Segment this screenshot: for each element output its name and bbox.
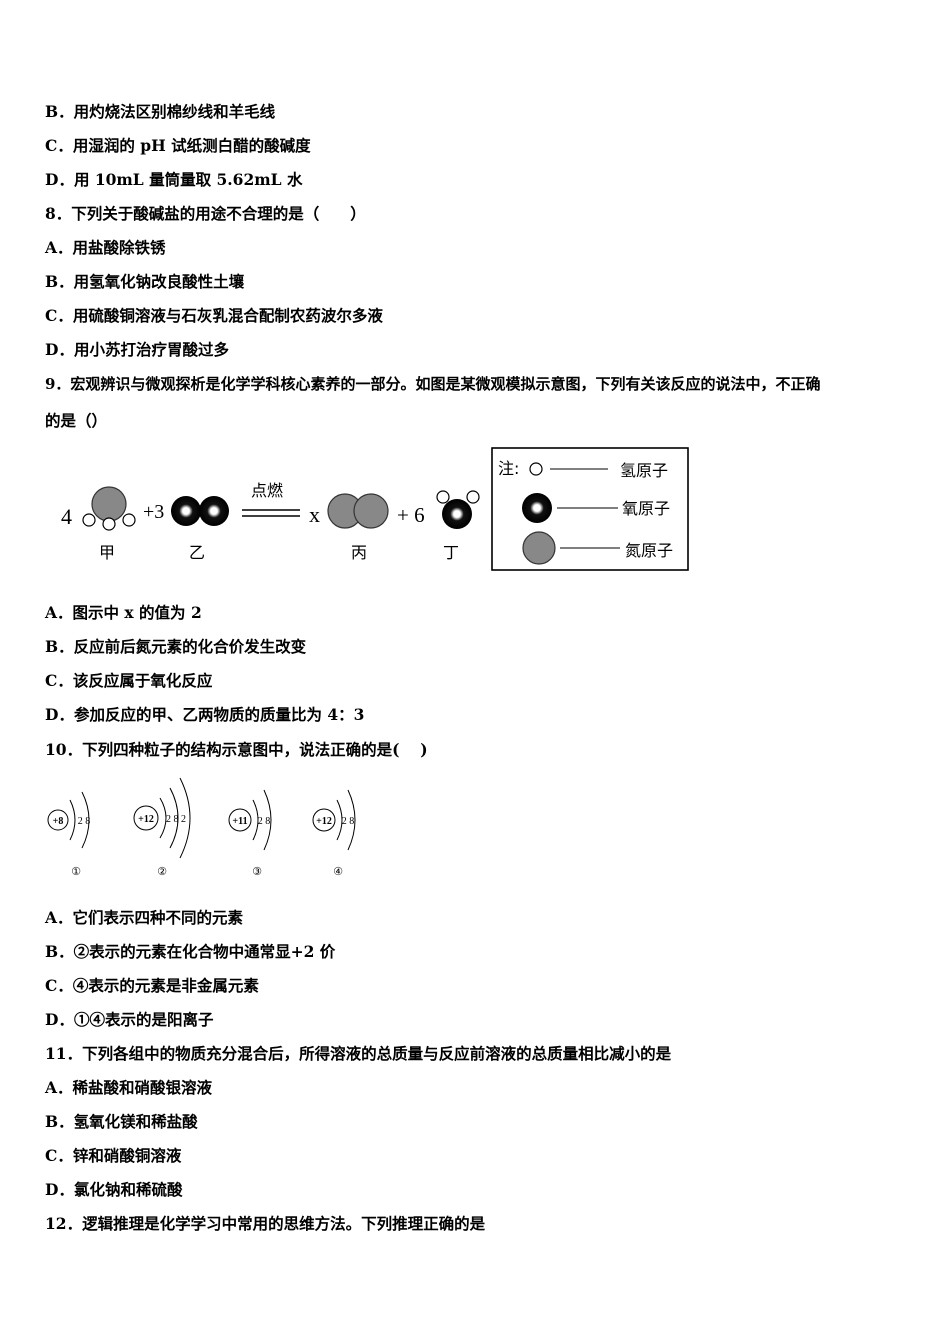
atom-label-3: ③ xyxy=(252,865,262,878)
legend-box: 注: 氢原子 氧原子 氮原子 xyxy=(491,447,689,571)
q9-option-d: D．参加反应的甲、乙两物质的质量比为 4：3 xyxy=(45,705,365,724)
q11-option-b: B．氢氧化镁和稀盐酸 xyxy=(45,1112,198,1131)
label-bing: 丙 xyxy=(351,543,367,562)
molecule-jia-icon xyxy=(82,486,136,531)
nucleus-2: +12 xyxy=(138,814,154,825)
reaction-condition: 点燃 xyxy=(251,481,283,500)
q7-option-b: B．用灼烧法区别棉纱线和羊毛线 xyxy=(45,102,276,121)
shells-4: 2 8 xyxy=(342,816,355,827)
q10-option-a: A．它们表示四种不同的元素 xyxy=(45,908,244,927)
nucleus-1: +8 xyxy=(53,816,64,827)
q8-option-a: A．用盐酸除铁锈 xyxy=(45,238,166,257)
coef-yi: +3 xyxy=(143,501,164,523)
reaction-diagram: 4 甲 +3 乙 点燃 x 丙 + 6 xyxy=(61,447,689,571)
q10-option-d: D．①④表示的是阳离子 xyxy=(45,1010,214,1029)
atom-structure-2: +12 2 8 2 ② xyxy=(133,777,191,878)
legend-title: 注: xyxy=(498,459,519,478)
molecule-bing-icon xyxy=(327,493,389,529)
q9-option-a: A．图示中 x 的值为 2 xyxy=(45,603,202,622)
label-jia: 甲 xyxy=(99,543,115,562)
nucleus-4: +12 xyxy=(316,816,332,827)
atom-structure-3: +11 2 8 ③ xyxy=(228,789,272,878)
label-yi: 乙 xyxy=(189,543,205,562)
q11-option-d: D．氯化钠和稀硫酸 xyxy=(45,1180,183,1199)
legend-oxygen: 氧原子 xyxy=(622,499,670,518)
atom-label-4: ④ xyxy=(333,865,343,878)
q9-option-c: C．该反应属于氧化反应 xyxy=(45,671,213,690)
legend-hydrogen: 氢原子 xyxy=(620,461,668,480)
coef-jia: 4 xyxy=(61,504,72,529)
atom-structure-1: +8 2 8 ① xyxy=(47,791,91,878)
molecule-yi-icon xyxy=(171,496,229,526)
q7-option-d: D．用 10mL 量筒量取 5.62mL 水 xyxy=(45,170,303,189)
label-ding: 丁 xyxy=(443,543,459,562)
atom-label-2: ② xyxy=(157,865,167,878)
atom-structure-4: +12 2 8 ④ xyxy=(312,789,356,878)
q10-option-c: C．④表示的元素是非金属元素 xyxy=(45,976,259,995)
atom-label-1: ① xyxy=(71,865,81,878)
q9-option-b: B．反应前后氮元素的化合价发生改变 xyxy=(45,637,307,656)
coef-ding: + 6 xyxy=(397,503,425,527)
legend-nitrogen: 氮原子 xyxy=(625,541,673,560)
q12-stem: 12．逻辑推理是化学学习中常用的思维方法。下列推理正确的是 xyxy=(45,1214,486,1233)
hydrogen-atom-icon xyxy=(529,462,543,476)
q10-stem: 10．下列四种粒子的结构示意图中，说法正确的是( ) xyxy=(45,740,428,759)
q7-option-c: C．用湿润的 pH 试纸测白醋的酸碱度 xyxy=(45,136,311,155)
shells-3: 2 8 xyxy=(258,816,271,827)
shells-2: 2 8 2 xyxy=(166,814,186,825)
oxygen-atom-icon xyxy=(522,493,552,523)
nucleus-3: +11 xyxy=(232,816,247,827)
q9-stem-line1: 9．宏观辨识与微观探析是化学学科核心素养的一部分。如图是某微观模拟示意图，下列有… xyxy=(45,375,821,393)
q8-stem: 8．下列关于酸碱盐的用途不合理的是（ ） xyxy=(45,204,366,223)
q10-option-b: B．②表示的元素在化合物中通常显+2 价 xyxy=(45,942,336,961)
atom-structure-diagrams: +8 2 8 ① +12 2 8 2 ② +11 2 8 ③ xyxy=(47,777,356,878)
q11-option-a: A．稀盐酸和硝酸银溶液 xyxy=(45,1078,213,1097)
coef-bing: x xyxy=(309,502,320,527)
molecule-ding-icon xyxy=(436,490,480,529)
nitrogen-atom-icon xyxy=(522,531,556,565)
q8-option-d: D．用小苏打治疗胃酸过多 xyxy=(45,340,229,359)
q11-option-c: C．锌和硝酸铜溶液 xyxy=(45,1146,182,1165)
q9-stem-line2: 的是（） xyxy=(45,411,108,430)
shells-1: 2 8 xyxy=(78,816,91,827)
q8-option-b: B．用氢氧化钠改良酸性土壤 xyxy=(45,272,245,291)
q8-option-c: C．用硫酸铜溶液与石灰乳混合配制农药波尔多液 xyxy=(45,306,383,325)
q11-stem: 11．下列各组中的物质充分混合后，所得溶液的总质量与反应前溶液的总质量相比减小的… xyxy=(45,1044,672,1063)
